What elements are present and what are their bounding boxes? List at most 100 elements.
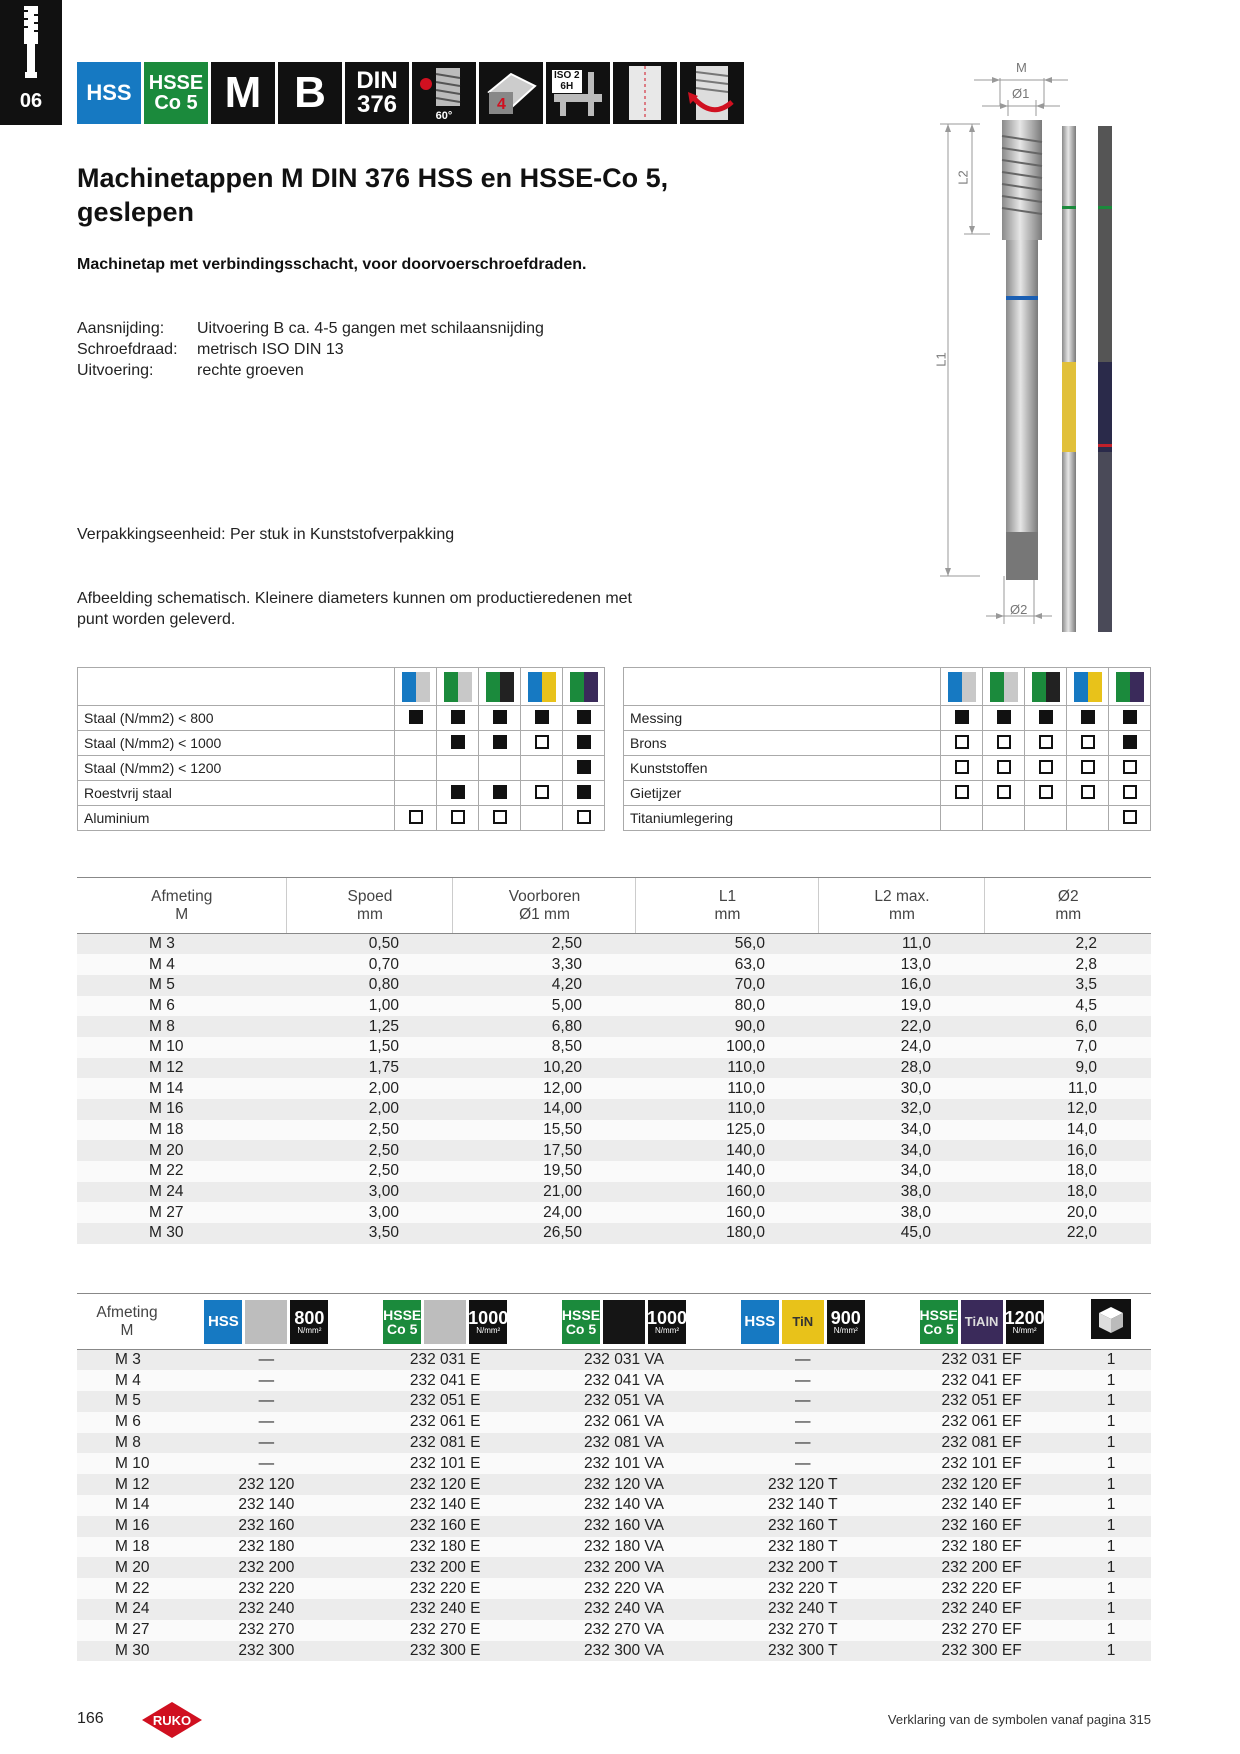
dimension-cell: 26,50 [452,1223,636,1244]
material-row: Aluminium [77,805,605,831]
article-cell: — [177,1453,356,1475]
article-cell: M 18 [77,1536,177,1558]
header-unit: mm [1055,905,1082,923]
dimension-cell: 0,50 [286,933,453,955]
spec-value: Uitvoering B ca. 4-5 gangen met schilaan… [197,320,544,337]
dimension-cell: 11,0 [818,933,985,955]
straight-flute-icon [629,66,661,120]
article-cell: 232 270 EF [892,1619,1071,1641]
article-cell: 232 200 EF [892,1557,1071,1579]
suitability-cell [520,780,563,806]
conditionally-suitable-icon [408,809,423,824]
conditionally-suitable-icon [492,809,507,824]
article-cell: 1 [1071,1370,1151,1392]
hsse-co5-symbol: HSSE Co 5 [144,62,208,124]
article-cell: — [177,1370,356,1392]
material-badge: HSS [204,1299,243,1344]
spec-value: metrisch ISO DIN 13 [197,341,344,358]
material-name: Gietijzer [623,780,941,806]
article-cell: 232 180 [177,1536,356,1558]
article-cell: 232 101 VA [534,1453,714,1475]
material-name: Kunststoffen [623,755,941,781]
dimension-cell: 3,5 [984,974,1151,996]
suitability-cell [1066,780,1109,806]
dimension-cell: 11,0 [984,1078,1151,1099]
dimension-cell: 80,0 [635,995,819,1017]
dimension-cell: 12,00 [452,1078,636,1099]
article-cell: — [713,1349,893,1371]
material-row: Kunststoffen [623,755,1151,781]
square-drive-label: 4 [497,96,506,113]
dimension-column-header: L2 max.mm [818,877,985,934]
material-header-row [77,667,605,706]
article-cell: 232 031 EF [892,1349,1071,1371]
suitability-cell [1108,755,1151,781]
through-hole-icon [688,66,734,120]
article-cell: 232 120 T [713,1474,893,1496]
dimension-cell: 100,0 [635,1036,819,1058]
material-name: Staal (N/mm2) < 1200 [77,755,395,781]
tolerance-symbol: ISO 2 6H [546,62,610,124]
dimension-cell: M 8 [77,1016,287,1037]
dimension-cell: 70,0 [635,974,819,996]
article-cell: 232 081 EF [892,1432,1071,1454]
dimension-cell: 21,00 [452,1181,636,1203]
dimension-cell: 7,0 [984,1036,1151,1058]
article-cell: 232 160 T [713,1515,893,1537]
article-cell: 232 200 E [355,1557,535,1579]
strength-value: 900 [830,1307,861,1328]
dimension-cell: 24,0 [818,1036,985,1058]
article-cell: 232 041 EF [892,1370,1071,1392]
conditionally-suitable-icon [576,809,591,824]
material-badge-line: Co 5 [387,1320,418,1337]
material-badge-line: HSS [744,1313,776,1330]
article-cell: 232 051 VA [534,1391,714,1412]
suitability-cell [520,805,563,831]
material-swatch-cell [394,667,437,706]
suitability-cell [394,755,437,781]
dimension-cell: 30,0 [818,1078,985,1099]
suitability-cell [436,730,479,756]
suitable-icon [492,734,507,749]
article-cell: M 22 [77,1578,177,1600]
dimension-cell: 16,0 [818,974,985,996]
square-drive-symbol: 4 [479,62,543,124]
dimension-cell: 140,0 [635,1161,819,1182]
header-line: Afmeting [96,1303,158,1321]
dim-label-l1: L1 [933,352,949,367]
suitability-cell [940,705,983,731]
dimension-cell: 20,0 [984,1202,1151,1224]
material-swatch-cell [436,667,479,706]
article-cell: 232 180 E [355,1536,535,1558]
article-cell: — [177,1349,356,1371]
material-row: Staal (N/mm2) < 1200 [77,755,605,781]
article-cell: — [177,1411,356,1433]
header-unit: Ø1 mm [519,905,570,923]
article-cell: 232 041 E [355,1370,535,1392]
suitable-icon [996,709,1011,724]
suitability-cell [940,755,983,781]
suitability-cell [940,780,983,806]
material-name: Staal (N/mm2) < 800 [77,705,395,731]
article-cell: 232 120 E [355,1474,535,1496]
suitability-cell [982,780,1025,806]
article-cell: 232 180 T [713,1536,893,1558]
material-swatch-cell [520,667,563,706]
material-badge: HSS [740,1299,779,1344]
suitable-icon [1038,709,1053,724]
dimension-cell: 1,50 [286,1036,453,1058]
dimension-cell: 15,50 [452,1119,636,1141]
suitability-cell [478,780,521,806]
conditionally-suitable-icon [954,784,969,799]
